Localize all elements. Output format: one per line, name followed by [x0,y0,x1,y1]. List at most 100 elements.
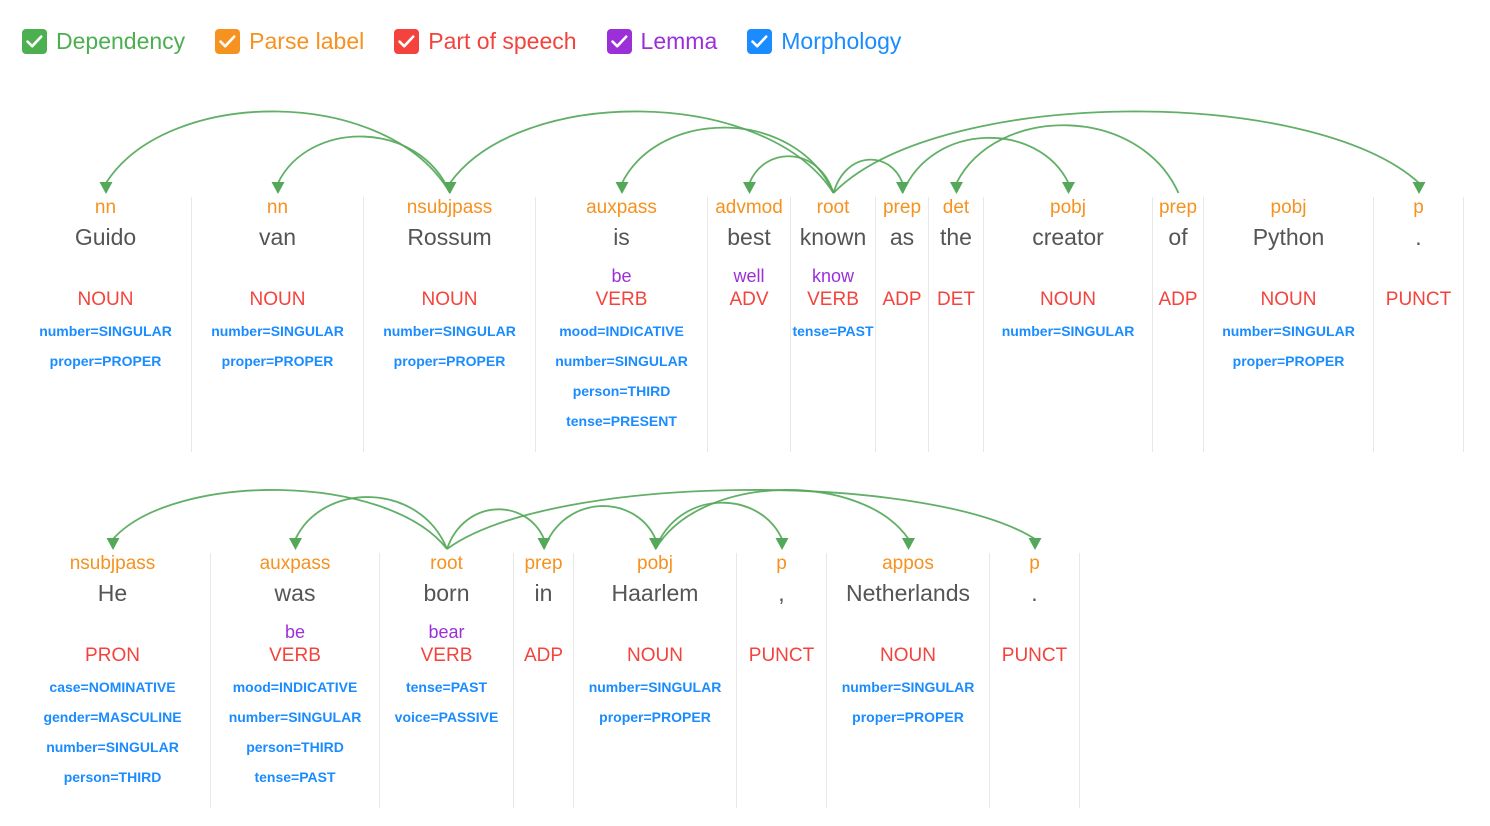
dependency-arc [446,489,1036,550]
dependency-arrowhead [775,538,789,550]
token-pos: NOUN [880,645,936,666]
token-pos: NOUN [627,645,683,666]
checkbox-checked-icon[interactable] [747,28,773,54]
legend-item-dependency[interactable]: Dependency [22,28,185,54]
token-morphology: person=THIRD [572,383,671,399]
dependency-arrowhead [271,182,285,194]
token-word: Netherlands [845,580,971,606]
token-column[interactable]: p. PUNCT [990,553,1080,808]
token-morphology: proper=PROPER [852,709,964,725]
token-morphology: tense=PAST [792,323,874,339]
dependency-arrowhead [1028,538,1042,550]
token-word: Haarlem [611,580,699,606]
token-word: . [1415,224,1422,250]
token-pos: NOUN [1260,289,1317,310]
parse-label: pobj [1050,197,1086,218]
checkbox-checked-icon[interactable] [394,28,420,54]
parse-label: p [1413,197,1424,218]
checkbox-checked-icon[interactable] [22,28,47,54]
token-word: Rossum [407,224,492,250]
token-pos: NOUN [249,289,306,310]
token-word: is [613,224,630,250]
token-morphology: number=SINGULAR [211,323,344,339]
token-morphology: number=SINGULAR [588,679,722,695]
token-morphology: proper=PROPER [221,353,334,369]
dependency-arrowhead [106,538,120,550]
token-morphology: number=SINGULAR [228,709,362,725]
parse-label: appos [882,553,934,574]
checkbox-checked-icon[interactable] [606,28,632,54]
token-morphology: tense=PAST [254,769,336,785]
token-morphology: number=SINGULAR [555,353,688,369]
token-word: born [423,580,470,606]
token-pos: ADP [882,289,922,310]
parse-label: auxpass [586,197,657,218]
token-pos: PUNCT [1385,289,1452,310]
legend-item-label: Morphology [781,27,902,54]
token-morphology: mood=INDICATIVE [232,679,358,695]
token-word: He [97,580,128,606]
token-pos: ADP [523,645,564,666]
legend-bar: Dependency Parse label Part of speech Lemma… [22,22,901,60]
parse-label: det [942,197,970,218]
dependency-arc [446,508,545,550]
token-column[interactable]: pobj creator NOUN number=SINGULAR [984,197,1153,452]
legend-item-part-of-speech[interactable]: Part of speech [394,28,577,54]
token-pos: NOUN [1040,289,1096,310]
token-pos: DET [937,289,975,310]
parse-label: nsubjpass [406,197,493,218]
token-morphology: number=SINGULAR [1001,323,1135,339]
token-word: creator [1032,224,1104,250]
legend-item-morphology[interactable]: Morphology [747,27,902,54]
token-word: as [889,224,915,250]
token-morphology: proper=PROPER [49,353,162,369]
token-word: van [258,224,297,250]
token-pos: VERB [595,289,648,310]
dependency-arc [901,137,1070,194]
legend-item-lemma[interactable]: Lemma [606,27,718,54]
parse-label: auxpass [259,553,331,574]
token-pos: ADV [729,289,769,310]
parse-label: prep [524,553,563,574]
token-morphology: case=NOMINATIVE [49,679,176,695]
legend-item-parse-label[interactable]: Parse label [215,28,364,54]
token-morphology: proper=PROPER [599,709,711,725]
token-morphology: number=SINGULAR [46,739,179,755]
dependency-arc [621,126,835,194]
token-word: known [799,224,867,250]
dependency-arc [294,496,448,550]
dependency-arc [543,505,657,550]
token-column[interactable]: p. PUNCT [1374,197,1464,452]
token-pos: VERB [269,645,321,666]
token-word: . [1031,580,1038,606]
token-morphology: voice=PASSIVE [394,709,499,725]
dependency-arrowhead [902,538,915,550]
legend-item-label: Lemma [640,27,718,54]
parse-label: prep [1158,197,1198,218]
dependency-arc [654,501,783,550]
dependency-arrowhead [1062,182,1075,194]
dependency-arrowhead [743,182,756,194]
token-pos: PUNCT [1001,645,1068,666]
parse-label: nsubjpass [69,553,156,574]
token-morphology: tense=PAST [405,679,488,695]
token-column[interactable]: p, PUNCT [737,553,827,808]
checkbox-checked-icon[interactable] [215,28,241,54]
